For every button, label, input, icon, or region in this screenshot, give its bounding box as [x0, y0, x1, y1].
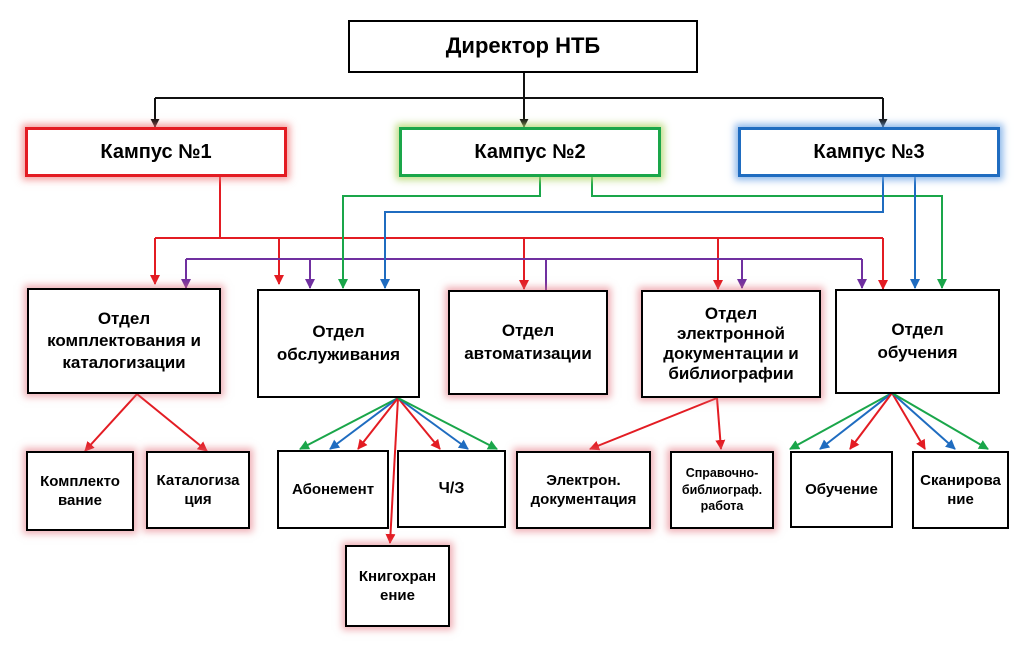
- campus-1-node: Кампус №1: [25, 127, 287, 177]
- connector-training-obuchenie-blue: [819, 392, 893, 450]
- director-node: Директор НТБ: [348, 20, 698, 73]
- dept-acquisition-line-2: комплектования и: [47, 330, 201, 350]
- section-spravochno-line-3: работа: [700, 499, 744, 514]
- dept-acquisition-line-1: Отдел: [97, 308, 151, 328]
- dept-edoc-line-3: документации и: [663, 344, 799, 363]
- dept-training-node: Отдел обучения: [835, 289, 1000, 394]
- edoc-connectors: [589, 397, 726, 451]
- dept-service-line-2: обслуживания: [276, 344, 401, 364]
- section-chz-label: Ч/З: [438, 479, 465, 497]
- connector-service-abonement-green: [299, 397, 399, 450]
- section-komplekt-line-1: Комплекто: [40, 472, 120, 490]
- dept-training-line-1: Отдел: [891, 320, 944, 340]
- connector-edoc-spravochno: [715, 397, 726, 450]
- section-chz-node: Ч/З: [397, 450, 506, 528]
- connector-training-skan-green: [891, 392, 989, 450]
- dept-automation-node: Отдел автоматизации: [448, 290, 608, 395]
- dept-edoc-line-2: электронной: [677, 323, 785, 343]
- connector-service-chz-red: [397, 397, 441, 450]
- campus1-connectors: [150, 176, 888, 290]
- campus2-connectors: [338, 176, 947, 289]
- section-electron-line-2: документация: [530, 491, 637, 508]
- section-skan-node: Сканирова ние: [912, 451, 1009, 529]
- campus-2-label: Кампус №2: [474, 141, 586, 163]
- connector-campus2-training: [591, 176, 947, 289]
- campus-3-node: Кампус №3: [738, 127, 1000, 177]
- dept-edoc-line-1: Отдел: [704, 303, 758, 323]
- connector-training-obuchenie-red: [849, 392, 893, 450]
- section-abonement-node: Абонемент: [277, 450, 389, 529]
- dept-acquisition-node: Отдел комплектования и каталогизации: [27, 288, 221, 394]
- director-connectors: [150, 73, 888, 128]
- section-katalog-line-2: ция: [184, 491, 212, 508]
- section-skan-line-2: ние: [947, 491, 974, 508]
- dept-training-line-2: обучения: [877, 342, 958, 362]
- dept-automation-line-2: автоматизации: [464, 343, 592, 363]
- connector-acquisition-katalog: [136, 393, 208, 452]
- section-electron-line-1: Электрон.: [546, 471, 621, 489]
- purple-connectors: [181, 258, 867, 290]
- connector-service-chz-green: [397, 397, 498, 450]
- dept-edoc-node: Отдел электронной документации и библиог…: [641, 290, 821, 398]
- acquisition-connectors: [84, 393, 208, 452]
- director-label: Директор НТБ: [445, 33, 601, 59]
- connector-service-abonement-blue: [329, 397, 399, 450]
- section-skan-line-1: Сканирова: [920, 471, 1001, 489]
- section-knigohran-line-1: Книгохран: [358, 567, 437, 585]
- connector-service-abonement-red: [357, 397, 399, 450]
- connector-service-knigohran: [385, 397, 399, 544]
- connector-acquisition-komplekt: [84, 393, 138, 452]
- section-spravochno-line-1: Справочно-: [685, 465, 759, 480]
- service-connectors: [299, 397, 498, 544]
- campus3-connectors: [380, 176, 920, 289]
- connector-campus3-service: [380, 176, 884, 289]
- section-electron-node: Электрон. документация: [516, 451, 651, 529]
- connector-campus2-service: [338, 176, 541, 289]
- campus-3-label: Кампус №3: [813, 141, 925, 163]
- connector-training-obuchenie-green: [789, 392, 893, 450]
- dept-edoc-line-4: библиографии: [668, 364, 794, 384]
- dept-automation-line-1: Отдел: [501, 321, 555, 341]
- connector-service-chz-blue: [397, 397, 469, 450]
- dept-acquisition-line-3: каталогизации: [62, 353, 186, 373]
- section-knigohran-node: Книгохран ение: [345, 545, 450, 627]
- section-abonement-label: Абонемент: [291, 480, 375, 498]
- training-connectors: [789, 392, 989, 450]
- section-obuchenie-node: Обучение: [790, 451, 893, 528]
- section-komplekt-line-2: вание: [58, 492, 102, 509]
- campus-1-label: Кампус №1: [100, 141, 212, 163]
- section-katalog-line-1: Каталогиза: [156, 471, 240, 489]
- section-komplekt-node: Комплекто вание: [26, 451, 134, 531]
- section-katalog-node: Каталогиза ция: [146, 451, 250, 529]
- connector-edoc-electron: [589, 397, 718, 451]
- dept-service-line-1: Отдел: [312, 322, 365, 342]
- section-spravochno-line-2: библиограф.: [681, 482, 763, 497]
- section-spravochno-node: Справочно- библиограф. работа: [670, 451, 774, 529]
- campus-2-node: Кампус №2: [399, 127, 661, 177]
- section-knigohran-line-2: ение: [380, 587, 415, 604]
- section-obuchenie-label: Обучение: [805, 480, 878, 498]
- connector-training-skan-red: [891, 392, 926, 450]
- dept-service-node: Отдел обслуживания: [257, 289, 420, 398]
- connector-training-skan-blue: [891, 392, 956, 450]
